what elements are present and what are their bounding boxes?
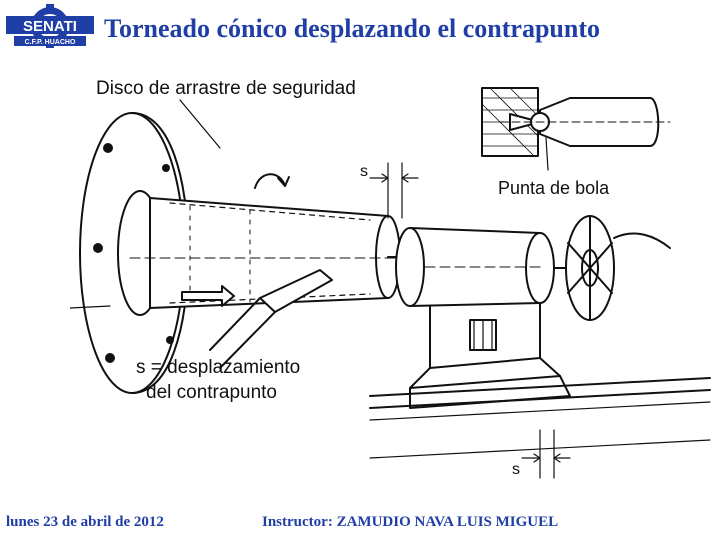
label-s-definition-line1: s = desplazamiento	[136, 357, 300, 378]
handwheel	[553, 215, 671, 321]
footer-date: lunes 23 de abril de 2012	[6, 514, 164, 530]
lathe-diagram: Disco de arrastre de seguridad Punta de …	[69, 58, 720, 490]
label-s-definition-line2: del contrapunto	[146, 382, 277, 403]
label-s-top: s	[360, 163, 368, 180]
lathe-diagram-svg: Disco de arrastre de seguridad Punta de …	[69, 78, 711, 479]
label-s-bottom: s	[512, 461, 520, 478]
disc-label-leader	[179, 99, 221, 149]
logo-subtitle: C.F.P. HUACHO	[25, 39, 76, 46]
tailstock	[395, 227, 571, 409]
label-disco-arrastre: Disco de arrastre de seguridad	[96, 78, 356, 99]
tapered-workpiece	[129, 197, 411, 309]
rotation-arrow	[254, 173, 286, 189]
footer-instructor: Instructor: ZAMUDIO NAVA LUIS MIGUEL	[262, 514, 559, 530]
rotation-arrowhead	[277, 176, 290, 187]
ball-point-inset	[481, 87, 671, 171]
offset-dimension-bottom	[521, 429, 571, 479]
senati-logo-graphic: SENATI C.F.P. HUACHO	[6, 4, 94, 48]
logo-name: SENATI	[23, 18, 77, 35]
offset-dimension-top	[369, 162, 419, 219]
label-punta-bola: Punta de bola	[498, 178, 610, 198]
senati-logo: SENATI C.F.P. HUACHO	[4, 4, 96, 48]
slide-title: Torneado cónico desplazando el contrapun…	[104, 14, 600, 43]
cutting-tool	[209, 269, 333, 369]
feed-arrow	[181, 285, 235, 307]
